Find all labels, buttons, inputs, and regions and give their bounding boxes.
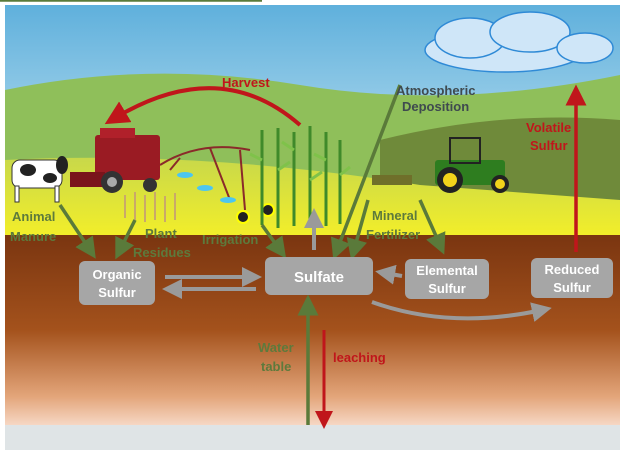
manure-arrow: [58, 204, 96, 259]
water-table-label: table: [261, 359, 291, 374]
irrigation-arrow: [260, 223, 287, 259]
box-label: Sulfur: [98, 285, 136, 300]
atmospheric-deposition-label: Deposition: [402, 99, 469, 114]
groundwater: [5, 425, 620, 450]
combine-harvester-icon: [70, 128, 160, 193]
corn-crop-icon: [249, 126, 351, 228]
residues-arrow: [115, 219, 137, 260]
box-label: Sulfur: [428, 281, 466, 296]
mineral-fertilizer-label: Mineral: [372, 208, 418, 223]
box-label: Sulfate: [294, 269, 344, 286]
sulfate-to-reduced-arrow: [371, 300, 552, 322]
plant-residues-icon: [124, 192, 176, 222]
volatile-sulfur-label: Sulfur: [530, 138, 568, 153]
box-label: Organic: [92, 267, 141, 282]
atmospheric-deposition-label: Atmospheric: [396, 83, 475, 98]
mineral-fertilizer-label: Fertilizer: [366, 227, 420, 242]
organic-sulfur-box: Organic Sulfur: [79, 261, 155, 305]
box-label: Reduced: [545, 262, 600, 277]
mineral-fertilizer-sulfate-arrow: [346, 199, 370, 261]
atmospheric-deposition-arrow: [330, 84, 402, 260]
harvest-arrow: [104, 86, 302, 127]
leaching-label: leaching: [333, 350, 386, 365]
animal-manure-label: Manure: [10, 229, 56, 244]
tractor-icon: [372, 137, 509, 193]
plant-residues-label: Plant: [145, 226, 177, 241]
irrigation-label: Irrigation: [202, 232, 258, 247]
harvest-label: Harvest: [222, 75, 270, 90]
sulfate-box: Sulfate: [265, 257, 373, 295]
input-arrows: [0, 0, 262, 260]
water-spray: [177, 172, 236, 203]
animal-manure-label: Animal: [12, 209, 55, 224]
volatile-sulfur-label: Volatile: [526, 120, 571, 135]
reduced-sulfur-box: Reduced Sulfur: [531, 258, 613, 298]
irrigation-pivot-icon: [159, 146, 275, 224]
plant-residues-label: Residues: [133, 245, 191, 260]
cloud-icon: [424, 11, 614, 73]
mineral-fertilizer-elemental-arrow: [418, 199, 446, 255]
box-label: Elemental: [416, 263, 477, 278]
cow-icon: [11, 156, 68, 203]
elemental-sulfur-box: Elemental Sulfur: [405, 259, 489, 299]
water-table-label: Water: [258, 340, 294, 355]
elemental-to-sulfate-arrow: [375, 264, 403, 285]
box-label: Sulfur: [553, 280, 591, 295]
